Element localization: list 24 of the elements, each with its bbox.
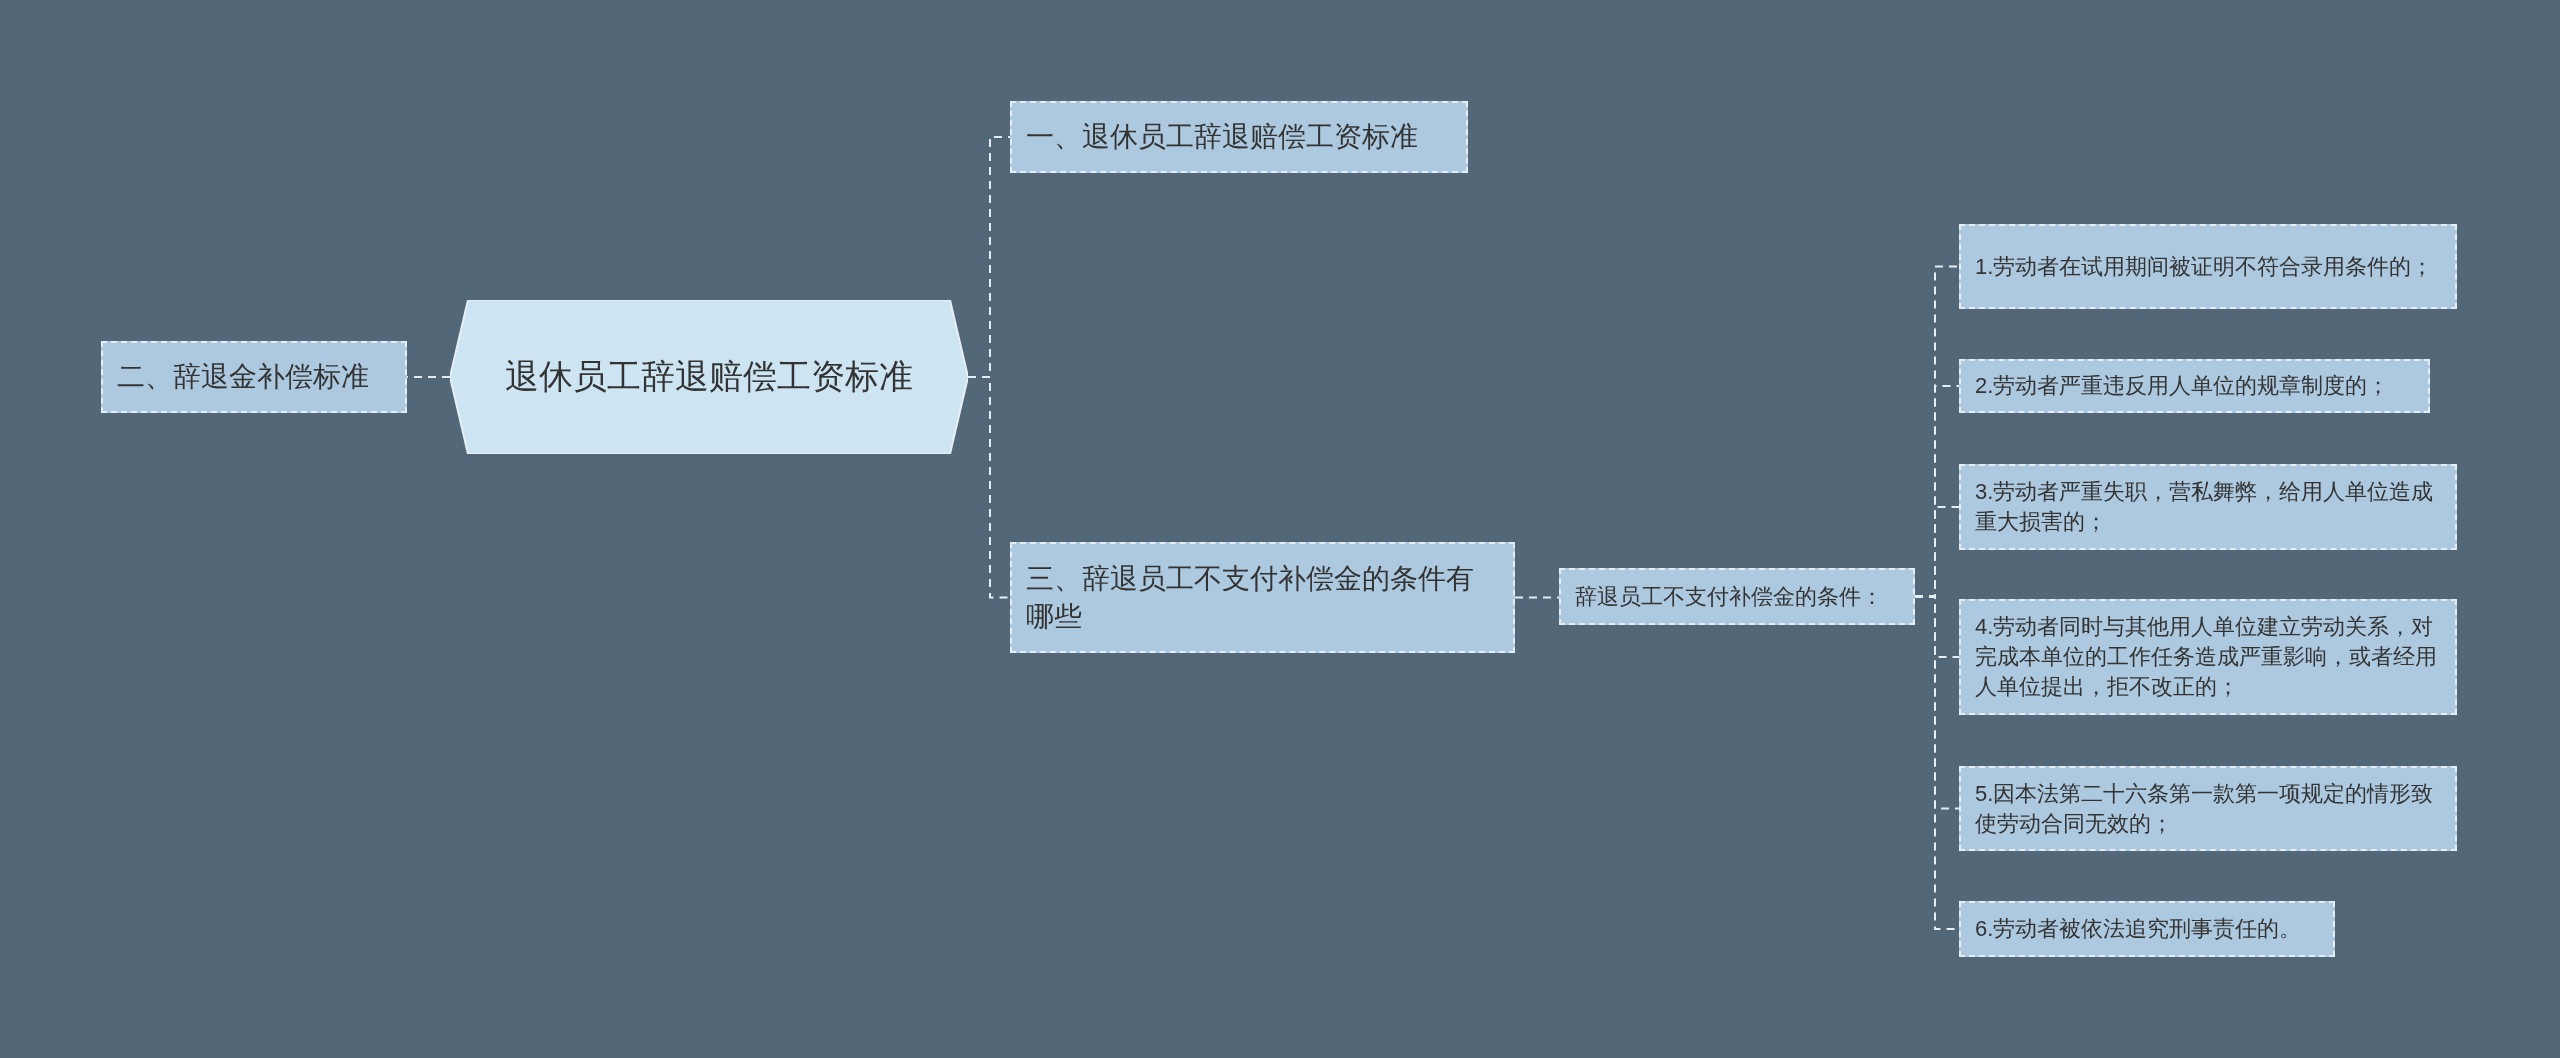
topic-text: 3.劳动者严重失职，营私舞弊，给用人单位造成重大损害的； [1975,478,2435,536]
central-topic-hexagon [450,300,968,454]
topic-text: 1.劳动者在试用期间被证明不符合录用条件的； [1975,252,2434,281]
topic-box [1959,359,2430,413]
topic-text: 一、退休员工辞退赔偿工资标准 [1026,120,1418,155]
topic-text: 6.劳动者被依法追究刑事责任的。 [1975,915,2302,944]
topic-text: 二、辞退金补偿标准 [117,360,369,395]
topic-box [1959,766,2457,851]
topic-box [1959,901,2335,957]
topic-box [1559,568,1915,625]
topic-text: 三、辞退员工不支付补偿金的条件有哪些 [1026,561,1475,634]
connector-line [967,376,1011,599]
connector-line [1514,596,1560,599]
topic-text: 退休员工辞退赔偿工资标准 [505,356,913,398]
topic-text: 辞退员工不支付补偿金的条件： [1575,582,1883,611]
topic-text: 4.劳动者同时与其他用人单位建立劳动关系，对完成本单位的工作任务造成严重影响，或者经用人单位提出，拒不改正的； [1975,613,2438,701]
topic-box [1959,224,2457,309]
topic-text: 2.劳动者严重违反用人单位的规章制度的； [1975,372,2390,401]
topic-box [101,341,407,413]
topic-box [1959,599,2457,715]
topic-box [1959,464,2457,550]
topic-box [1010,101,1468,173]
topic-text: 5.因本法第二十六条第一款第一项规定的情形致使劳动合同无效的； [1975,779,2435,838]
topic-box [1010,542,1515,653]
